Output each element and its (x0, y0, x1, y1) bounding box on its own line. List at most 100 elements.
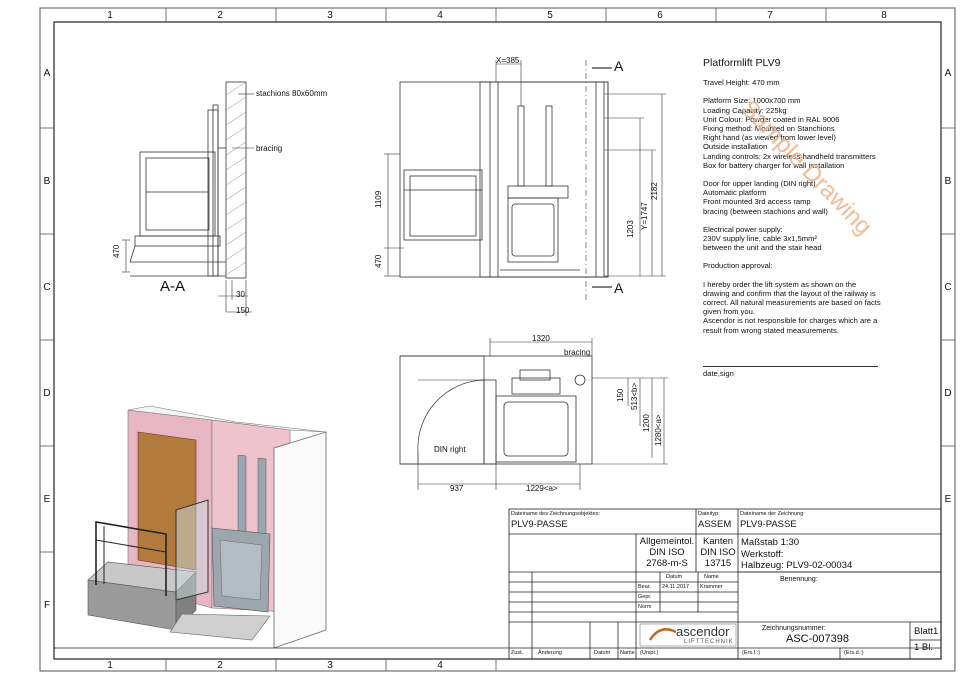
grid-col-6: 6 (657, 10, 663, 21)
gepr-label: Gepr. (638, 594, 652, 600)
grid-row-d-right: D (944, 388, 952, 399)
grid-row-f: F (43, 600, 51, 611)
section-view-a-a (122, 81, 254, 316)
grid-col-2: 2 (217, 10, 223, 21)
notes-line: Ascendor is not responsible for charges … (703, 316, 878, 326)
notes-line: bracing (between stachions and wall) (703, 206, 828, 216)
date-header: Datum (666, 574, 683, 580)
grid-col-4-bottom: 4 (437, 660, 443, 671)
datum-label: Datum (594, 650, 611, 656)
dim-150-plan: 150 (616, 388, 625, 402)
designation-label: Benennung: (780, 576, 818, 583)
notes-line: between the unit and the stair head (703, 243, 822, 253)
dim-1109: 1109 (374, 190, 383, 208)
norm-label: Norm (638, 604, 652, 610)
notes-line: Unit Colour: Powder coated in RAL 9006 (703, 114, 840, 124)
edge-standard-2: DIN ISO (700, 547, 736, 558)
aenderung-label: Änderung (538, 650, 562, 656)
bear-label: Bear. (638, 584, 651, 590)
grid-col-5: 5 (547, 10, 553, 21)
grid-row-b-right: B (944, 176, 952, 187)
door-label: DIN right (434, 445, 466, 454)
grid-row-e: E (43, 494, 51, 505)
notes-line: Front mounted 3rd access ramp (703, 197, 811, 207)
grid-col-1: 1 (107, 10, 113, 21)
notes-gap (703, 216, 938, 225)
notes-gap (703, 252, 938, 261)
bracing-label-section: bracing (256, 144, 283, 153)
object-name: PLV9-PASSE (511, 519, 568, 530)
grid-row-c: C (43, 282, 51, 293)
sheet-count: 1 Bl. (914, 642, 934, 653)
bear-name: Krammer (700, 584, 723, 590)
front-view (384, 60, 666, 300)
material-label: Werkstoff: (741, 549, 784, 560)
dim-1280: 1280<a> (654, 414, 663, 446)
render-3d-view (87, 405, 327, 649)
notes-line: Loading Capacity: 225kg (703, 105, 787, 115)
drawing-name-label: Dateiname der Zeichnung: (740, 511, 805, 517)
grid-row-b: B (43, 176, 51, 187)
grid-col-7: 7 (767, 10, 773, 21)
notes-line: result from wrong stated measurements. (703, 325, 839, 335)
grid-row-e-right: E (944, 494, 952, 505)
scale: Maßstab 1:30 (741, 537, 800, 548)
dim-937: 937 (450, 484, 464, 493)
grid-col-4: 4 (437, 10, 443, 21)
general-tolerance-1: Allgemeintol. (639, 536, 695, 547)
drawing-number-label: Zeichnungsnummer: (762, 625, 826, 632)
notes-line: I hereby order the lift system as shown … (703, 279, 857, 289)
sign-line (703, 366, 878, 367)
filetype: ASSEM (698, 519, 732, 530)
bracing-label-plan: bracing (564, 348, 591, 357)
section-marker-top: A (614, 58, 624, 74)
dim-150: 150 (236, 306, 250, 315)
object-name-label: Dateiname des Zeichnungsobjektes: (511, 511, 600, 517)
sheet-label: Blatt1 (914, 626, 939, 637)
dim-1200: 1200 (642, 414, 651, 432)
dim-513: 513<b> (630, 382, 639, 410)
dim-1320: 1320 (532, 334, 550, 343)
dim-2182: 2182 (650, 182, 659, 200)
grid-col-8: 8 (881, 10, 887, 21)
dim-470-front: 470 (374, 254, 383, 268)
title-block (54, 508, 942, 660)
dim-1203: 1203 (626, 220, 635, 238)
notes-gap (703, 87, 938, 96)
notes-line: 230V supply line, cable 3x1,5mm² (703, 234, 817, 244)
notes-line: Travel Height: 470 mm (703, 78, 780, 88)
general-tolerance-3: 2768-m-S (646, 558, 688, 569)
edge-standard-1: Kanten (702, 536, 734, 547)
grid-col-3-bottom: 3 (327, 660, 333, 671)
grid-row-a: A (43, 68, 51, 79)
notes-line: given from you. (703, 307, 755, 317)
notes-line: drawing and confirm that the layout of t… (703, 288, 876, 298)
notes-line: Outside installation (703, 142, 768, 152)
grid-col-3: 3 (327, 10, 333, 21)
inner-frame (53, 21, 942, 660)
edge-standard: Kanten DIN ISO 13715 (697, 536, 739, 569)
grid-ticks (40, 8, 955, 671)
grid-row-c-right: C (944, 282, 952, 293)
edge-standard-3: 13715 (704, 558, 732, 569)
logo-sub: LIFTTECHNIK (684, 639, 734, 645)
name-header: Name (704, 574, 719, 580)
notes-gap (703, 271, 938, 280)
plan-view (399, 338, 668, 490)
stanchions-label: stachions 80x60mm (256, 89, 328, 98)
logo-name: ascendor (676, 624, 730, 639)
notes-line: Landing controls: 2x wireless handheld t… (703, 151, 876, 161)
name-label: Name (620, 650, 635, 656)
ers-d-label: (Ers.d.:) (844, 650, 864, 656)
notes-line: Automatic platform (703, 188, 767, 198)
semi-finished: Halbzeug: PLV9-02-00034 (741, 560, 853, 571)
drawing-number: ASC-007398 (786, 633, 849, 645)
dim-x-385: X=385 (496, 56, 520, 65)
general-tolerance-2: DIN ISO (649, 547, 685, 558)
sign-label: date,sign (703, 369, 734, 378)
dim-470-section: 470 (112, 244, 121, 258)
dim-30: 30 (236, 290, 245, 299)
